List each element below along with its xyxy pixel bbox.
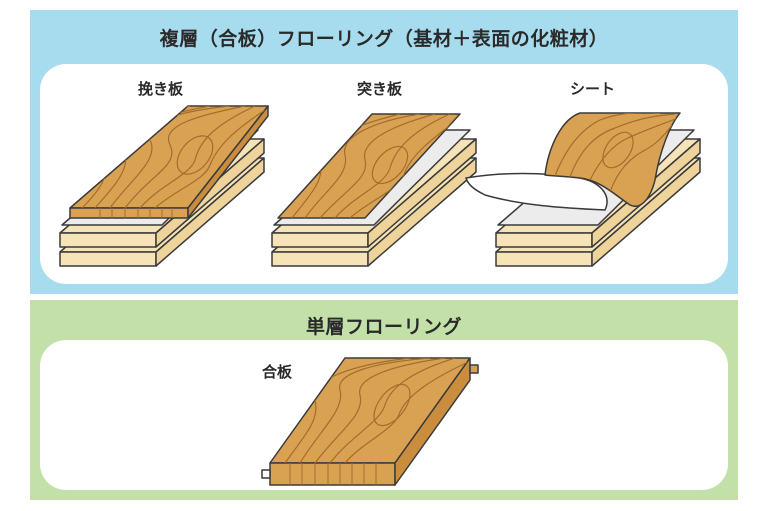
sheet-peeling-veneer [544, 112, 681, 207]
sheet-label: シート [570, 80, 616, 98]
multilayer-flooring-title: 複層（合板）フローリング（基材＋表面の化粧材） [159, 28, 609, 50]
sheet-backing-film [465, 172, 608, 211]
hikiita-flooring-illustration [59, 105, 269, 267]
tsukiita-label: 突き板 [357, 80, 403, 98]
tsukiita-flooring-illustration [271, 113, 477, 267]
plywood-flooring-illustration [261, 357, 479, 486]
plywood-label: 合板 [262, 363, 293, 381]
hikiita-wood-veneer [69, 105, 269, 219]
hikiita-label: 挽き板 [138, 80, 184, 98]
single-layer-flooring-title: 単層フローリング [305, 316, 462, 338]
plywood-side-face [394, 357, 471, 486]
tsukiita-wood-veneer [277, 113, 461, 219]
sheet-flooring-illustration [465, 112, 701, 267]
